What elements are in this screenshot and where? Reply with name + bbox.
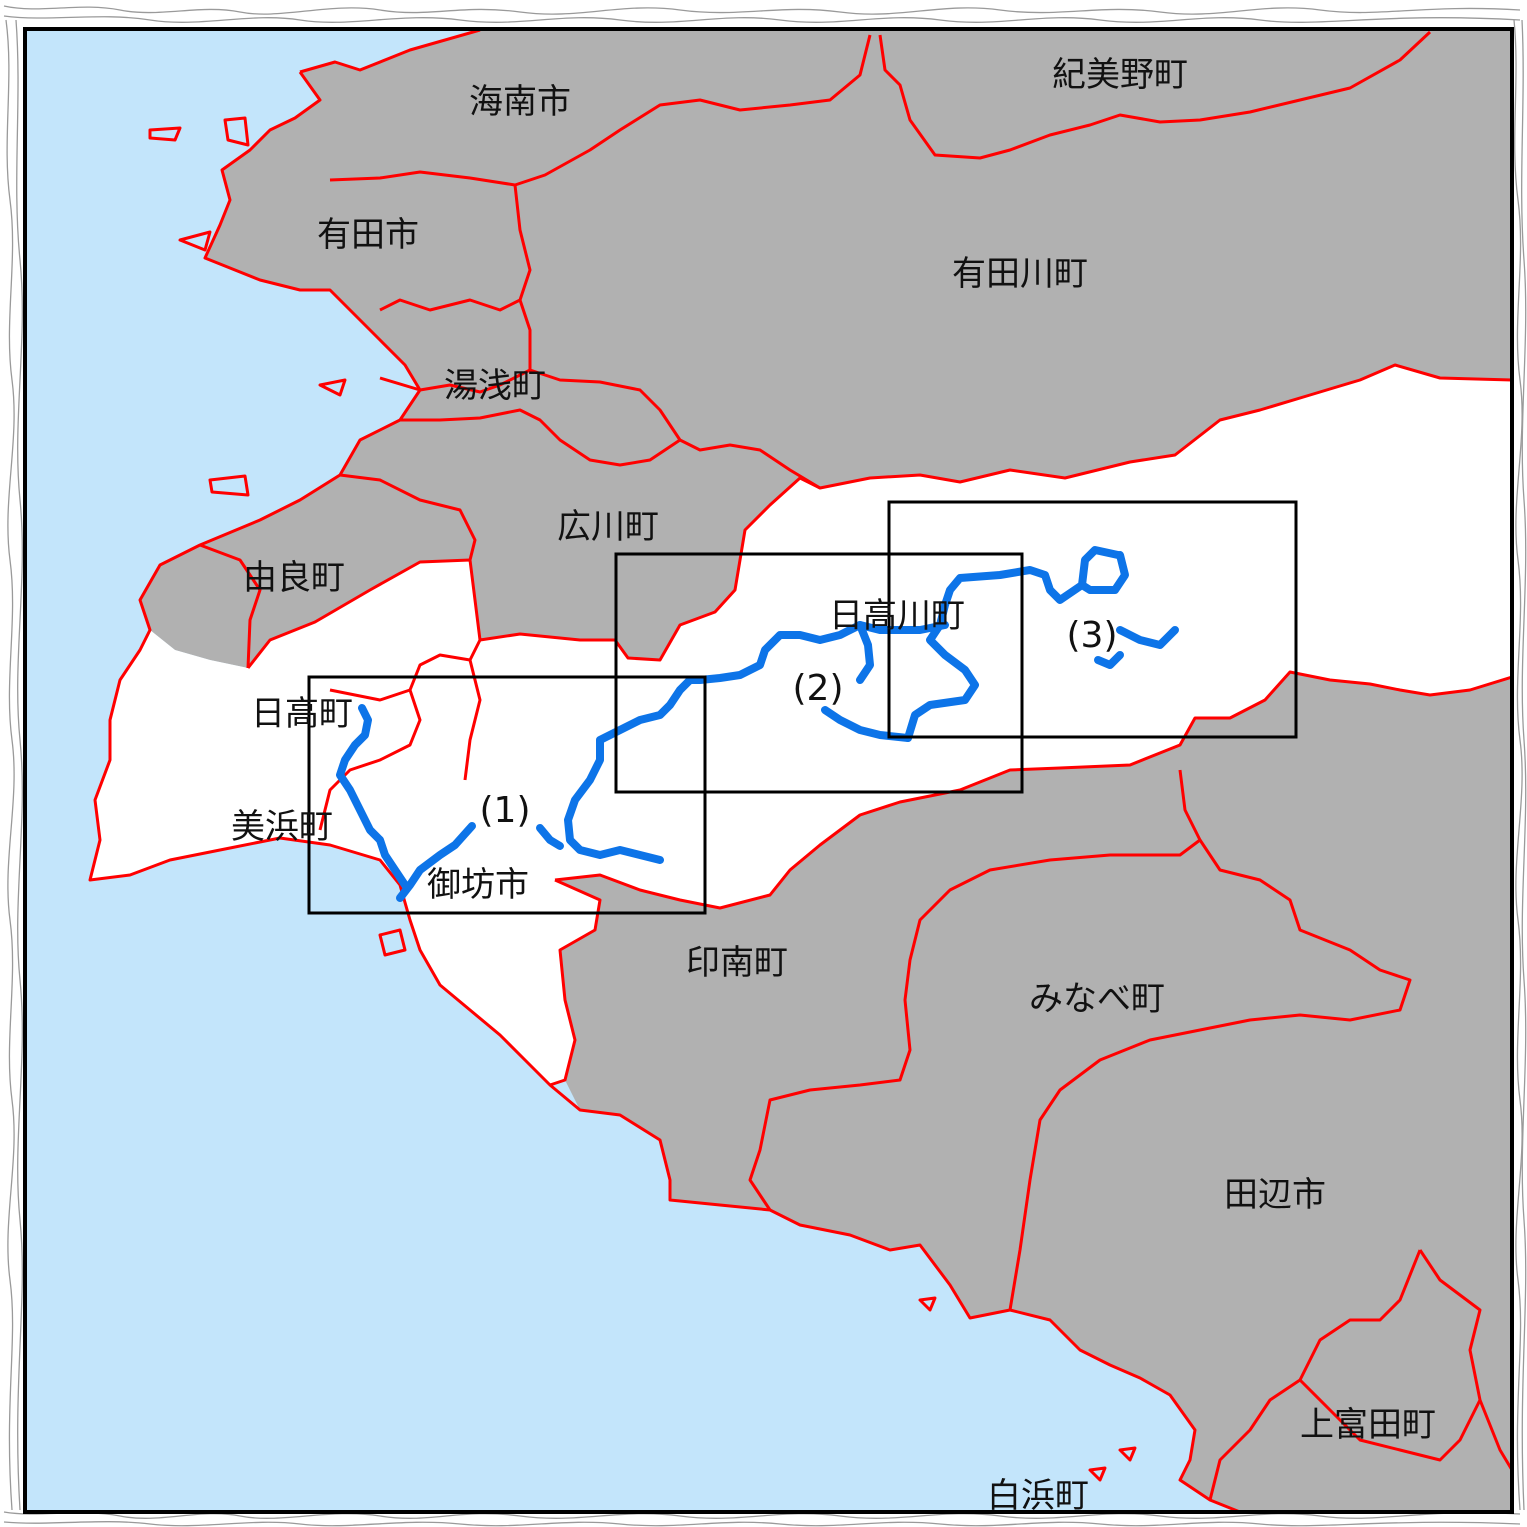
survey-frame-2	[614, 552, 1024, 794]
label-minabe: みなべ町	[1029, 979, 1165, 1019]
label-yuasa: 湯浅町	[444, 366, 546, 406]
label-hirogawa: 広川町	[557, 507, 659, 547]
label-shirahama: 白浜町	[987, 1476, 1089, 1516]
river-loop-3	[1078, 551, 1129, 594]
river-mid-2	[564, 621, 949, 864]
municipality-labels: 海南市 紀美野町 有田市 有田川町 湯浅町 広川町 由良町 日高町 美浜町 御坊…	[231, 55, 1436, 1516]
area-label-3: (3)	[1067, 615, 1118, 656]
survey-frame-3	[887, 500, 1298, 739]
river-3-tail	[1116, 626, 1179, 649]
area-label-2: (2)	[793, 668, 844, 709]
river-3-bend	[1094, 651, 1124, 669]
label-kainan: 海南市	[469, 82, 571, 122]
river-hidaka	[336, 704, 409, 889]
map-frame	[23, 27, 1514, 1514]
survey-frame-1	[307, 675, 707, 915]
label-hidakagawa: 日高川町	[829, 596, 965, 636]
river-lower	[536, 824, 564, 850]
area-label-1: (1)	[480, 790, 531, 831]
label-gobo: 御坊市	[427, 865, 529, 905]
municipal-boundaries	[88, 29, 1512, 1512]
label-inami: 印南町	[686, 943, 788, 983]
topographic-border	[3, 5, 1527, 1527]
label-arida-city: 有田市	[317, 215, 419, 255]
land-focus-area	[90, 365, 1512, 1085]
label-hidaka-town: 日高町	[251, 694, 353, 734]
label-kimino: 紀美野町	[1052, 55, 1188, 95]
label-yura: 由良町	[243, 558, 345, 598]
survey-area-labels: (1) (2) (3)	[480, 615, 1118, 831]
label-kamitonda: 上富田町	[1300, 1405, 1436, 1445]
rivers	[336, 546, 1179, 902]
land-other-municipalities	[140, 29, 1512, 1512]
label-mihama: 美浜町	[231, 807, 333, 847]
label-tanabe: 田辺市	[1224, 1175, 1326, 1215]
river-upper	[904, 546, 1122, 742]
survey-frames	[307, 500, 1298, 915]
label-aridagawa: 有田川町	[952, 254, 1088, 294]
river-2-branch	[856, 621, 874, 684]
